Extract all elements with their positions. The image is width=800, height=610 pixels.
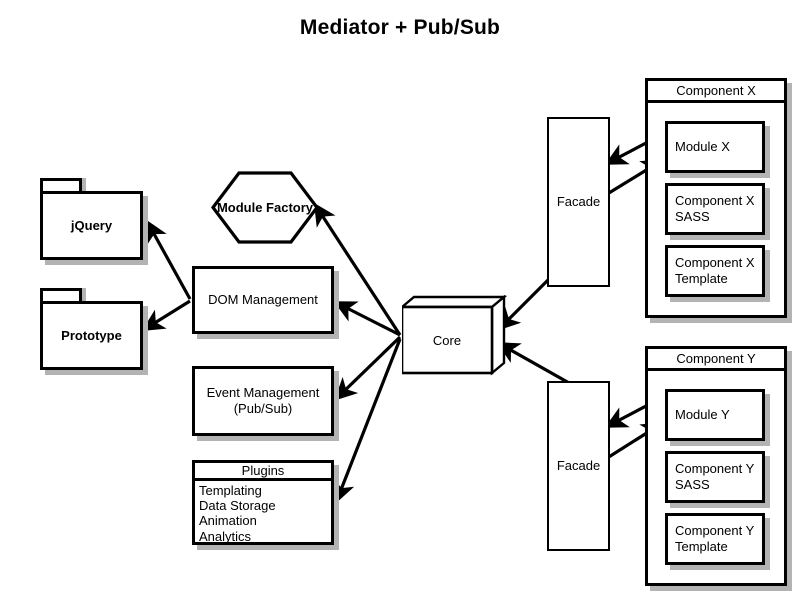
node-facade-y-label: Facade: [556, 457, 601, 473]
package-jquery-label: jQuery: [40, 191, 143, 260]
node-component-x-sass-line1: Component X: [675, 192, 755, 208]
plugins-header: Plugins: [195, 463, 331, 481]
connector-core-to-dom: [333, 301, 401, 337]
cube-icon: [402, 295, 507, 376]
node-dom-management[interactable]: DOM Management: [192, 266, 334, 334]
node-component-y-sass[interactable]: Component Y SASS: [665, 451, 765, 503]
plugins-item: Templating: [199, 483, 262, 498]
node-component-y-template-line2: Template: [675, 539, 728, 554]
node-component-x-sass-line2: SASS: [675, 209, 710, 224]
node-module-y-label: Module Y: [675, 406, 730, 422]
node-component-x-template-line1: Component X: [675, 254, 755, 270]
package-tab-icon: [40, 178, 82, 191]
container-component-x-title: Component X: [648, 81, 784, 103]
hexagon-icon: [210, 171, 320, 244]
plugins-item-list: Templating Data Storage Animation Analyt…: [195, 481, 331, 544]
node-plugins[interactable]: Plugins Templating Data Storage Animatio…: [192, 460, 334, 545]
plugins-item: Animation: [199, 513, 257, 529]
node-component-y-sass-line2: SASS: [675, 477, 710, 492]
connector-core-to-event: [334, 335, 402, 401]
node-component-x-sass[interactable]: Component X SASS: [665, 183, 765, 235]
container-component-y[interactable]: Component Y Module Y Component Y SASS Co…: [645, 346, 787, 586]
node-module-factory-label: Module Factory: [216, 200, 314, 215]
connector-dom-to-jquery: [146, 219, 192, 300]
package-prototype[interactable]: Prototype: [40, 288, 143, 370]
package-jquery[interactable]: jQuery: [40, 178, 143, 260]
node-dom-management-label: DOM Management: [208, 291, 318, 307]
container-component-x[interactable]: Component X Module X Component X SASS Co…: [645, 78, 787, 318]
page-title: Mediator + Pub/Sub: [299, 16, 501, 39]
node-module-x-label: Module X: [675, 138, 730, 154]
node-facade-x[interactable]: Facade: [547, 117, 610, 287]
node-module-x[interactable]: Module X: [665, 121, 765, 173]
node-event-management-label-line2: (Pub/Sub): [233, 401, 293, 416]
package-prototype-label: Prototype: [40, 301, 143, 370]
connector-core-to-plugins: [333, 338, 402, 504]
node-component-y-template[interactable]: Component Y Template: [665, 513, 765, 565]
node-core[interactable]: Core: [402, 295, 507, 385]
node-component-y-template-line1: Component Y: [675, 522, 755, 538]
node-component-x-template[interactable]: Component X Template: [665, 245, 765, 297]
node-component-y-sass-line1: Component Y: [675, 460, 755, 476]
plugins-item: Analytics: [199, 528, 252, 544]
package-tab-icon: [40, 288, 82, 301]
node-event-management-label-line1: Event Management: [206, 384, 320, 400]
node-module-y[interactable]: Module Y: [665, 389, 765, 441]
node-module-factory[interactable]: Module Factory: [210, 170, 320, 245]
connector-dom-to-prototype: [141, 299, 191, 331]
node-core-label: Core: [432, 332, 462, 348]
node-facade-x-label: Facade: [556, 193, 601, 209]
node-component-x-template-line2: Template: [675, 271, 728, 286]
plugins-item: Data Storage: [199, 498, 276, 514]
node-facade-y[interactable]: Facade: [547, 381, 610, 551]
node-event-management[interactable]: Event Management (Pub/Sub): [192, 366, 334, 436]
container-component-y-title: Component Y: [648, 349, 784, 371]
